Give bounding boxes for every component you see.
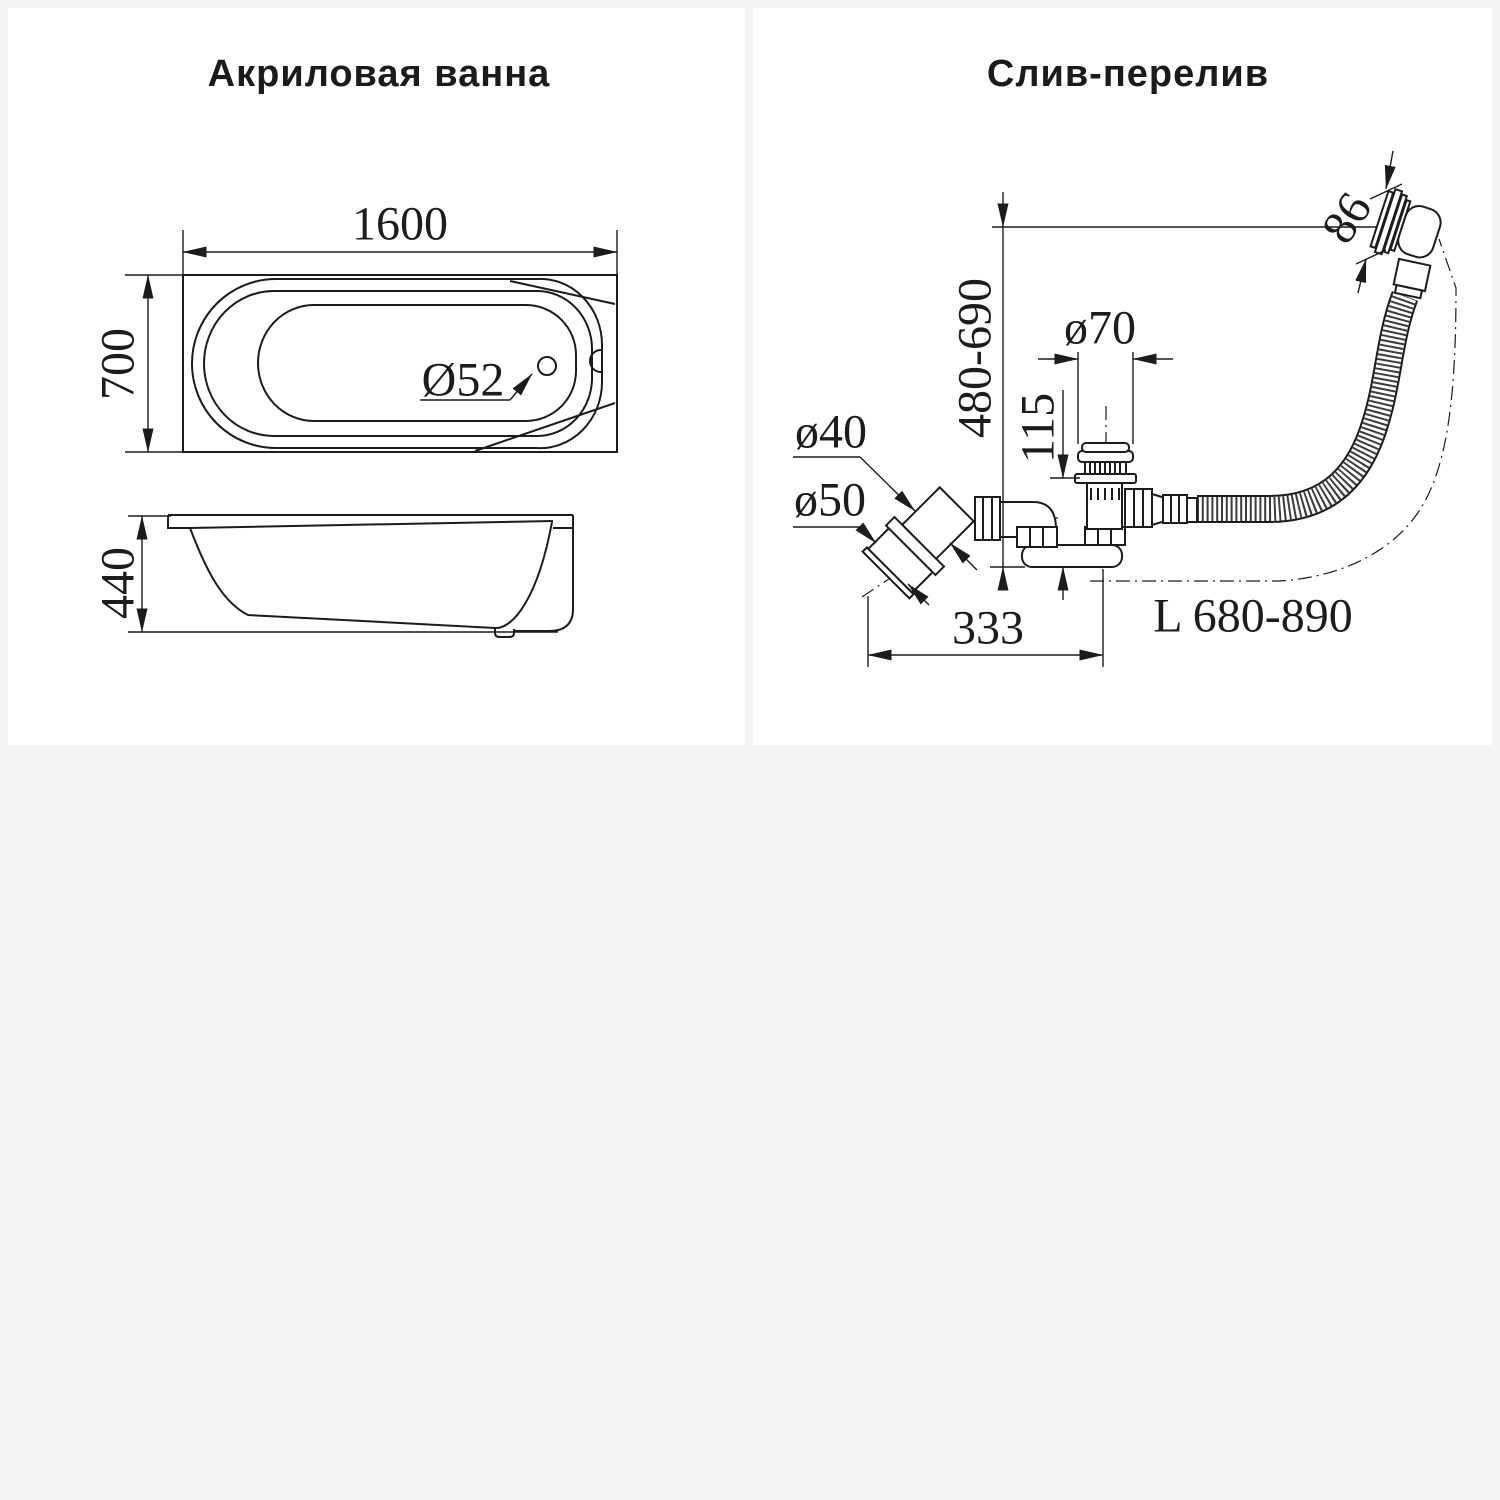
overflow-head (1369, 187, 1442, 259)
drain-overflow-technical-drawing: Слив-перелив (793, 53, 1457, 667)
union-nut (974, 496, 1001, 541)
outlet-elbow (861, 485, 976, 600)
tub-rim-inner-contour (202, 290, 593, 437)
overflow-port-nut (1016, 526, 1058, 548)
tub-basin-contour (256, 304, 577, 422)
tub-foot (494, 628, 515, 638)
hose-branch-collar (1162, 494, 1198, 524)
tub-outline-rect (182, 274, 618, 453)
drain-diameter-label: Ø52 (422, 354, 505, 407)
install-height-label: 480-690 (949, 278, 1002, 438)
side-bowl-profile (189, 521, 553, 630)
drain-overflow-title: Слив-перелив (987, 53, 1269, 95)
width-label: 700 (92, 328, 145, 400)
drain-hole (537, 356, 557, 376)
height-label: 440 (92, 547, 145, 619)
rim-deck-line-bottom (474, 402, 616, 452)
drain-cap-dome (1081, 442, 1130, 453)
hose-length-label: L 680-890 (1153, 590, 1353, 643)
callout-o50: ø50 (793, 474, 930, 606)
bathtub-side-view: 440 (92, 514, 574, 638)
outlet40-label: ø40 (795, 406, 867, 459)
hose-length-path (1090, 238, 1457, 582)
drain-callout-leader (509, 373, 533, 401)
drain-assembly (1016, 442, 1198, 568)
side-right-tab (553, 515, 574, 529)
overflow-head-collar (1392, 257, 1432, 300)
hose-branch-nut (1124, 488, 1153, 528)
dim-height-480-690: 480-690 (949, 192, 1009, 591)
side-right-wall (514, 528, 574, 632)
dim-width-700: 700 (92, 274, 183, 453)
drain-bottom-flange (1021, 544, 1123, 568)
bathtub-card: Акриловая ванна Ø52 (8, 8, 745, 745)
drain-cap-flange (1074, 473, 1137, 484)
rim-deck-line-top (509, 280, 616, 305)
bathtub-top-view: Ø52 1600 700 (92, 198, 618, 453)
tub-rim-outer-contour (190, 277, 604, 450)
length-label: 1600 (352, 198, 448, 251)
corrugated-hose (1197, 291, 1419, 523)
bathtub-technical-drawing: Акриловая ванна Ø52 (92, 53, 618, 638)
dim-length-1600: 1600 (182, 198, 618, 277)
dim-height-115: 115 (990, 390, 1080, 600)
cap-diameter-label: ø70 (1064, 302, 1136, 355)
bathtub-title: Акриловая ванна (208, 53, 551, 95)
drain-overflow-card: Слив-перелив (753, 8, 1492, 745)
side-left-tab (167, 515, 190, 529)
outlet50-label: ø50 (794, 474, 866, 527)
callout-o40: ø40 (793, 406, 978, 571)
drain-cap-knurl (1084, 460, 1127, 475)
dim-height-440: 440 (92, 515, 171, 633)
drain-height-label: 115 (1012, 393, 1065, 463)
dim-cap-70: ø70 (1038, 302, 1173, 444)
span-label: 333 (952, 602, 1024, 655)
dim-span-333: 333 (867, 569, 1104, 667)
side-inner-rim-line (189, 520, 554, 529)
overflow-hole-mark (589, 349, 602, 373)
